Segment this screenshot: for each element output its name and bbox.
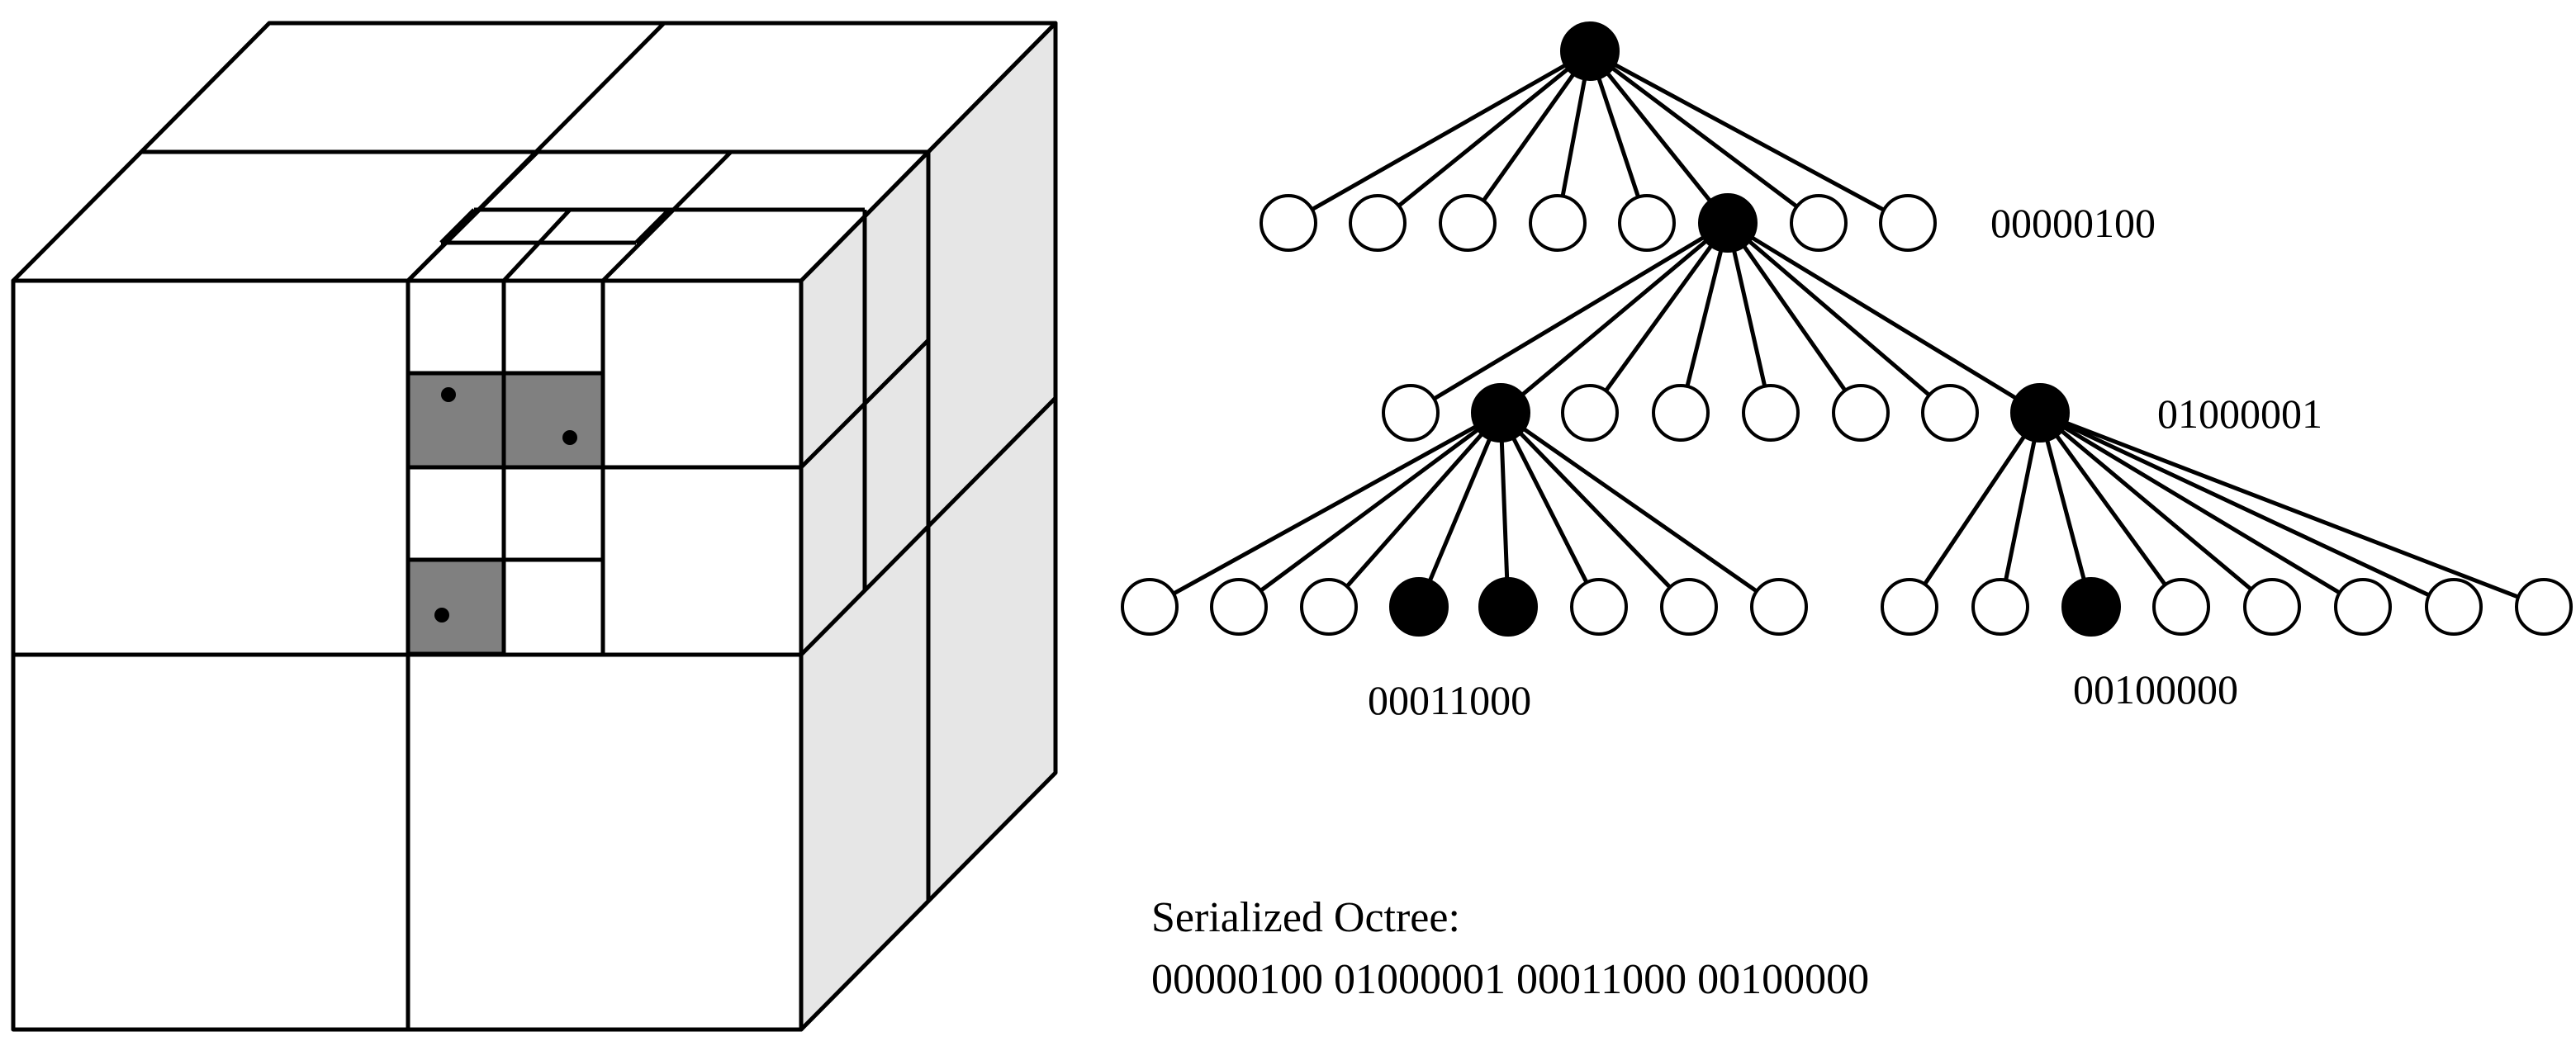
- tree-node-empty: [1570, 578, 1628, 636]
- tree-nodes: [1121, 21, 2573, 637]
- tree-node-empty: [1618, 194, 1676, 252]
- occupied-voxel: [406, 557, 506, 656]
- tree-node-empty: [2243, 578, 2301, 636]
- data-point: [434, 608, 449, 623]
- level-code-label: 01000001: [2157, 391, 2322, 437]
- side-face-grid: [799, 210, 1057, 656]
- tree-node-empty: [1971, 578, 2029, 636]
- tree-node-occupied: [1698, 193, 1758, 253]
- level-code-label: 00100000: [2073, 666, 2238, 713]
- tree-node-empty: [1652, 384, 1710, 442]
- tree-edges-level-1: [1287, 49, 1909, 225]
- tree-node-empty: [1832, 384, 1890, 442]
- tree-node-empty: [1529, 194, 1587, 252]
- tree-node-occupied: [1471, 383, 1530, 443]
- tree-node-occupied: [1389, 577, 1449, 637]
- level-code-label: 00000100: [1990, 200, 2156, 246]
- tree-node-empty: [1561, 384, 1619, 442]
- tree-node-empty: [1879, 194, 1937, 252]
- serialized-value: 00000100 01000001 00011000 00100000: [1151, 956, 1869, 1003]
- tree-node-empty: [2334, 578, 2392, 636]
- tree-node-empty: [1210, 578, 1268, 636]
- tree-node-empty: [1349, 194, 1407, 252]
- data-point: [562, 430, 577, 445]
- data-point: [441, 387, 456, 402]
- front-face-grid: [13, 281, 801, 1030]
- tree-node-empty: [1790, 194, 1848, 252]
- tree-node-occupied: [1478, 577, 1538, 637]
- tree-node-empty: [2152, 578, 2210, 636]
- tree-node-empty: [1750, 578, 1808, 636]
- tree-node-empty: [1260, 194, 1317, 252]
- level-code-label: 00011000: [1368, 677, 1531, 723]
- tree-node-empty: [2425, 578, 2483, 636]
- tree-edges-level-3a: [1148, 410, 1781, 609]
- tree-node-empty: [1300, 578, 1358, 636]
- tree-node-empty: [1921, 384, 1979, 442]
- occupied-voxel: [501, 371, 605, 470]
- tree-node-empty: [1439, 194, 1497, 252]
- tree-node-empty: [1742, 384, 1800, 442]
- tree-node-occupied: [2010, 383, 2070, 443]
- occupied-voxel: [406, 371, 506, 470]
- tree-node-occupied: [2061, 577, 2121, 637]
- tree-edges-level-3b: [1907, 410, 2545, 609]
- tree-node-empty: [2515, 578, 2573, 636]
- tree-edges-level-2: [1409, 220, 2042, 415]
- tree-node-empty: [1660, 578, 1718, 636]
- tree-node-empty: [1382, 384, 1440, 442]
- level-code-labels: 00000100 01000001 00011000 00100000: [1368, 200, 2322, 723]
- tree-node-root: [1560, 21, 1620, 81]
- serialized-block: Serialized Octree: 00000100 01000001 000…: [1151, 894, 1869, 1003]
- tree-node-empty: [1121, 578, 1179, 636]
- octree-cube: [11, 21, 1058, 1032]
- tree-node-empty: [1881, 578, 1938, 636]
- serialized-title: Serialized Octree:: [1151, 894, 1460, 941]
- octree-tree: [1121, 21, 2573, 637]
